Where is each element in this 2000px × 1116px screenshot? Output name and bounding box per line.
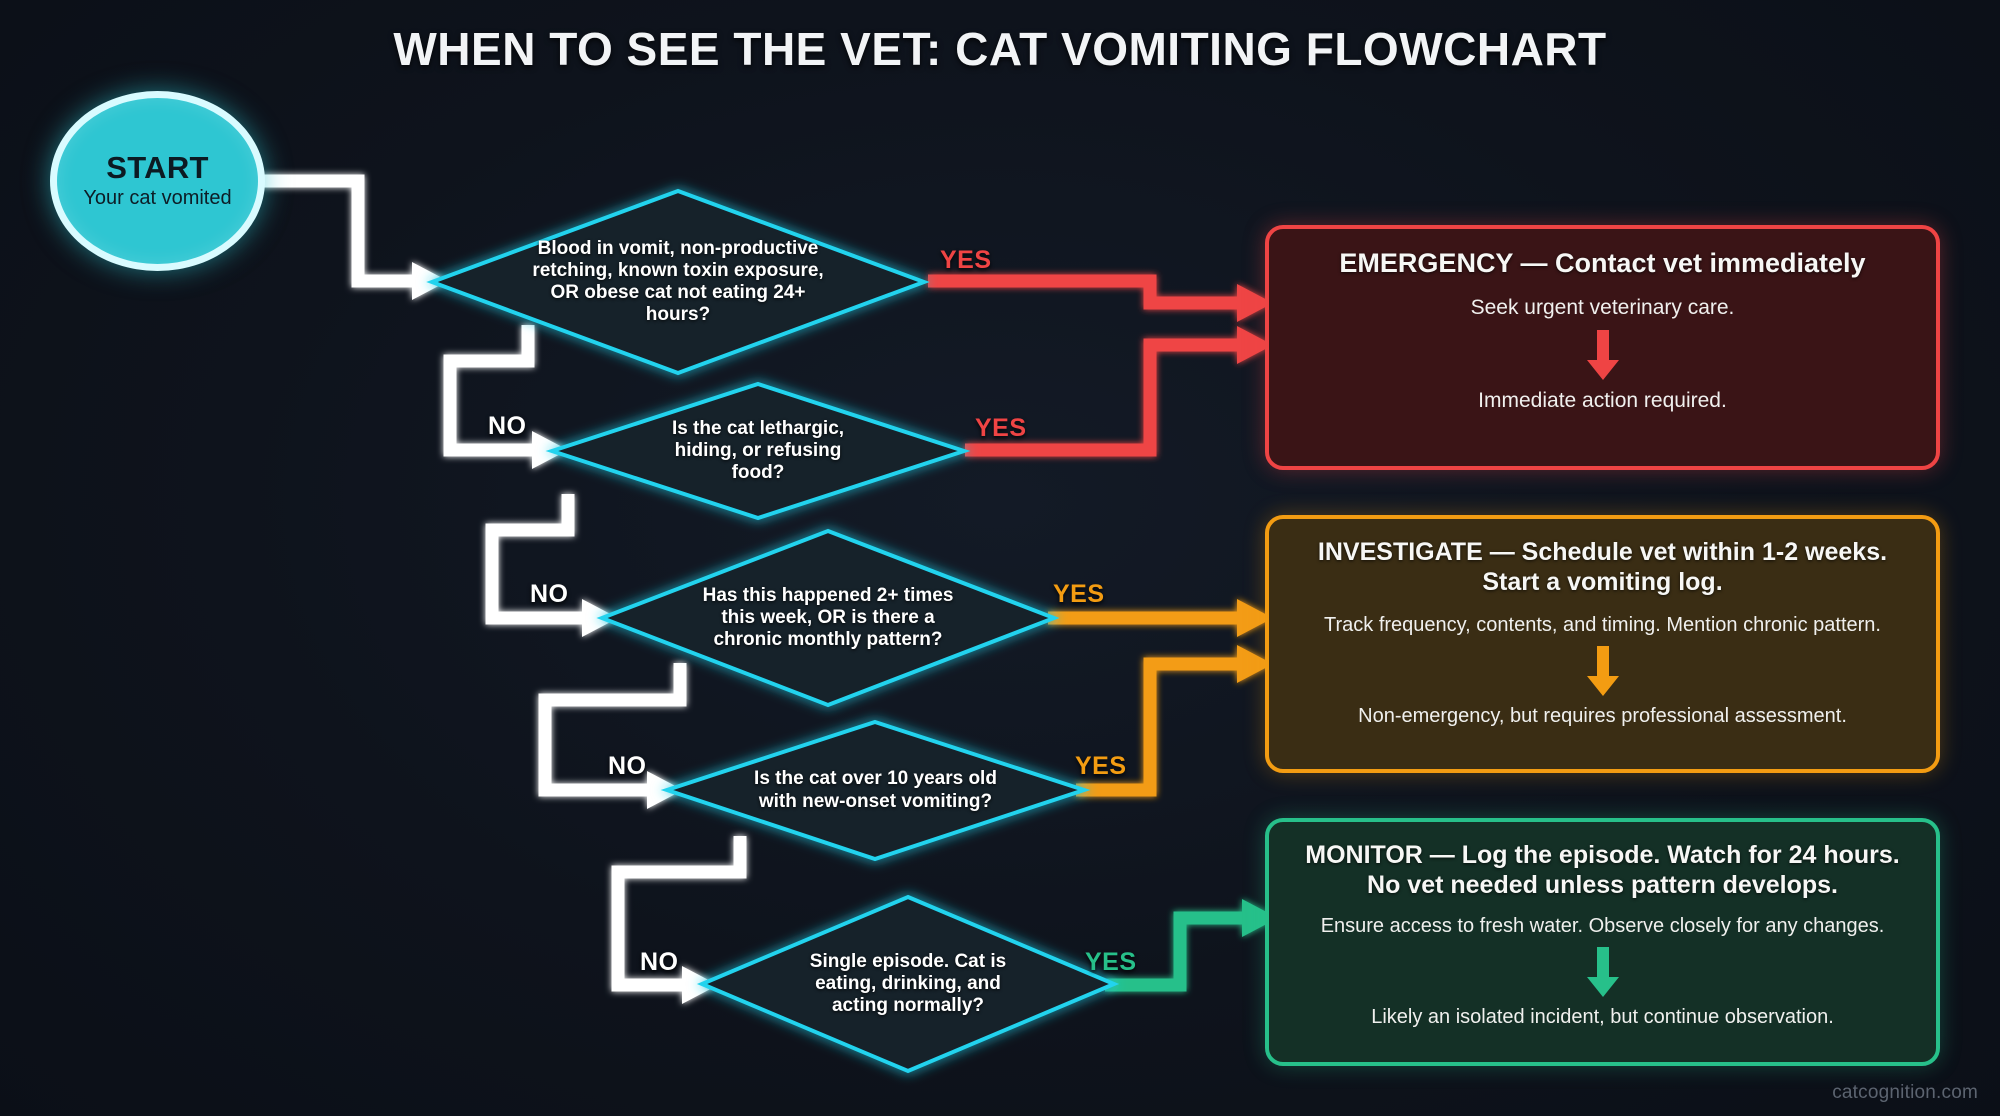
edge-d1-yes [928, 274, 1273, 322]
outcome-foot-monitor: Likely an isolated incident, but continu… [1371, 1006, 1834, 1028]
edge-d3-yes [1048, 599, 1273, 637]
page-title: WHEN TO SEE THE VET: CAT VOMITING FLOWCH… [393, 23, 1607, 75]
start-node[interactable]: START Your cat vomited [50, 91, 265, 271]
outcome-sub-monitor: Ensure access to fresh water. Observe cl… [1320, 915, 1885, 937]
edge-label-d4-no: NO [640, 948, 679, 976]
edge-label-d4-yes: YES [1075, 752, 1127, 780]
edge-label-d2-no: NO [530, 580, 569, 608]
outcome-box-emergency[interactable]: EMERGENCY — Contact vet immediately Seek… [1265, 225, 1940, 470]
decision-node-d2[interactable]: Is the cat lethargic, hiding, or refusin… [545, 380, 971, 522]
outcome-foot-emergency: Immediate action required. [1478, 388, 1727, 412]
decision-label-d5: Single episode. Cat is eating, drinking,… [809, 950, 1007, 1017]
decision-node-d1[interactable]: Blood in vomit, non-productive retching,… [426, 187, 930, 377]
outcome-box-investigate[interactable]: INVESTIGATE — Schedule vet within 1-2 we… [1265, 515, 1940, 773]
edge-label-d1-no: NO [488, 412, 527, 440]
edge-start-to-d1 [262, 174, 448, 300]
outcome-heading-emergency: EMERGENCY — Contact vet immediately [1339, 248, 1866, 278]
diamond-shape-icon [426, 188, 930, 376]
start-node-sublabel: Your cat vomited [83, 187, 232, 210]
outcome-box-monitor[interactable]: MONITOR — Log the episode. Watch for 24 … [1265, 818, 1940, 1066]
outcome-sub-emergency: Seek urgent veterinary care. [1470, 296, 1735, 320]
edge-label-d3-no: NO [608, 752, 647, 780]
edge-label-d5-yes: YES [1085, 948, 1137, 976]
start-node-label: START [106, 149, 209, 185]
decision-node-d3[interactable]: Has this happened 2+ times this week, OR… [596, 527, 1060, 709]
decision-node-d4[interactable]: Is the cat over 10 years old with new-on… [660, 718, 1091, 863]
down-arrow-icon-investigate [1586, 646, 1619, 696]
diamond-shape-icon [596, 528, 1060, 708]
edge-d5-yes [1105, 899, 1278, 992]
diamond-shape-icon [696, 894, 1120, 1074]
decision-label-d4: Is the cat over 10 years old with new-on… [754, 768, 997, 812]
outcome-sub-investigate: Track frequency, contents, and timing. M… [1324, 614, 1881, 636]
diamond-shape-icon [545, 381, 971, 521]
edge-label-d2-yes: YES [975, 414, 1027, 442]
diamond-shape-icon [660, 719, 1091, 862]
down-arrow-icon-emergency [1586, 329, 1619, 380]
edge-label-d1-yes: YES [940, 246, 992, 274]
outcome-heading-monitor: MONITOR — Log the episode. Watch for 24 … [1305, 841, 1900, 899]
decision-label-d3: Has this happened 2+ times this week, OR… [702, 584, 954, 651]
decision-label-d1: Blood in vomit, non-productive retching,… [532, 237, 824, 326]
decision-label-d2: Is the cat lethargic, hiding, or refusin… [671, 417, 845, 484]
outcome-heading-investigate: INVESTIGATE — Schedule vet within 1-2 we… [1317, 538, 1888, 596]
edge-d4-yes [1076, 645, 1273, 797]
down-arrow-icon-monitor [1586, 947, 1619, 997]
decision-node-d5[interactable]: Single episode. Cat is eating, drinking,… [696, 893, 1120, 1075]
watermark: catcognition.com [1832, 1082, 1978, 1103]
outcome-foot-investigate: Non-emergency, but requires professional… [1358, 705, 1847, 727]
edge-label-d3-yes: YES [1053, 580, 1105, 608]
edge-d2-yes [965, 326, 1273, 457]
